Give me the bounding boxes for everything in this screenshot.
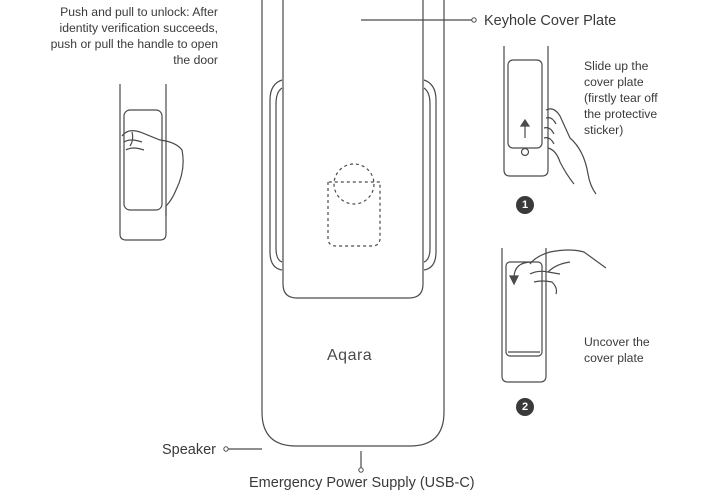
step2-cover-plate	[505, 261, 543, 357]
handle-rail-left	[269, 79, 283, 271]
emergency-power-label: Emergency Power Supply (USB-C)	[249, 475, 475, 491]
push-pull-caption: Push and pull to unlock: After identity …	[51, 4, 218, 68]
step2-rotate-head	[509, 275, 519, 286]
push-pull-line-2: identity verification succeeds,	[59, 21, 218, 35]
speaker-leader-dot	[223, 446, 229, 452]
step1-hand	[543, 108, 597, 195]
usb-leader-dot	[358, 467, 364, 473]
uncover-line-2: cover plate	[584, 351, 644, 365]
keyhole-dashed	[327, 181, 381, 247]
keyhole-cover-plate	[282, 0, 424, 299]
slide-up-line-4: the protective	[584, 107, 658, 121]
slide-up-line-2: cover plate	[584, 75, 644, 89]
push-pull-line-1: Push and pull to unlock: After	[60, 5, 218, 19]
left-lock-handle	[123, 109, 163, 211]
push-pull-line-3: push or pull the handle to open	[50, 37, 218, 51]
left-lock-body	[119, 84, 167, 241]
speaker-label: Speaker	[162, 442, 217, 458]
handle-rail-right	[423, 79, 437, 271]
keyhole-leader-dot	[471, 17, 477, 23]
slide-up-line-1: Slide up the	[584, 59, 649, 73]
slide-up-line-5: sticker)	[584, 123, 624, 137]
step2-hand	[529, 249, 607, 295]
handle-rail-right-inner	[423, 87, 431, 263]
step2-lock-body	[501, 248, 547, 383]
step1-knob	[520, 147, 530, 157]
lock-body-outline	[261, 0, 445, 447]
slide-up-line-3: (firstly tear off	[584, 91, 658, 105]
uncover-caption: Uncover the cover plate	[584, 334, 650, 366]
keyhole-cover-plate-label: Keyhole Cover Plate	[484, 13, 617, 29]
uncover-line-1: Uncover the	[584, 335, 650, 349]
handle-rail-left-inner	[275, 87, 283, 263]
step1-lock-body	[503, 46, 549, 177]
step1-arrow-head	[519, 118, 531, 127]
step-1-badge: 1	[516, 196, 534, 214]
left-hand	[121, 130, 184, 216]
push-pull-line-4: the door	[173, 53, 218, 67]
aqara-logo: Aqara	[327, 347, 373, 364]
keyhole-circle-dashed	[333, 163, 375, 205]
slide-up-caption: Slide up the cover plate (firstly tear o…	[584, 58, 658, 138]
step-2-badge: 2	[516, 398, 534, 416]
